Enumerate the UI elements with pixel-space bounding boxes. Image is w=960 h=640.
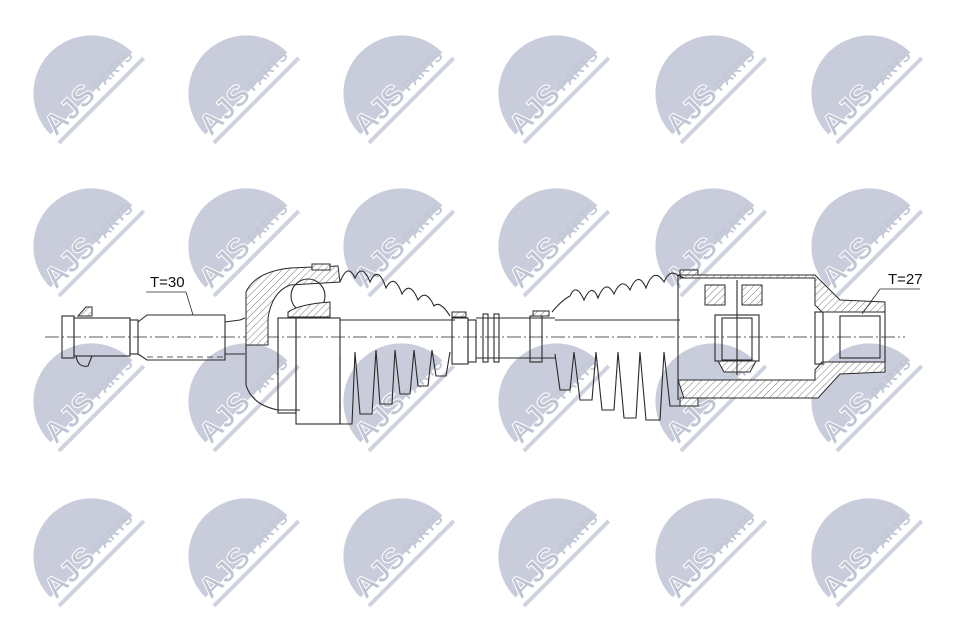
inner-boot: [551, 272, 680, 421]
inner-spline-label: T=27: [888, 271, 923, 288]
outer-spline-shaft: [137, 314, 246, 361]
outer-spline-label: T=30: [150, 274, 185, 291]
inner-joint-housing: [677, 269, 886, 407]
outer-stub-nut: [61, 306, 139, 367]
outer-boot: [339, 270, 455, 425]
intermediate-shaft: [451, 310, 555, 365]
drive-shaft-drawing: T=30 T=27: [45, 263, 923, 425]
outer-cv-joint: [245, 263, 341, 425]
spline-labels: T=30 T=27: [146, 271, 923, 316]
